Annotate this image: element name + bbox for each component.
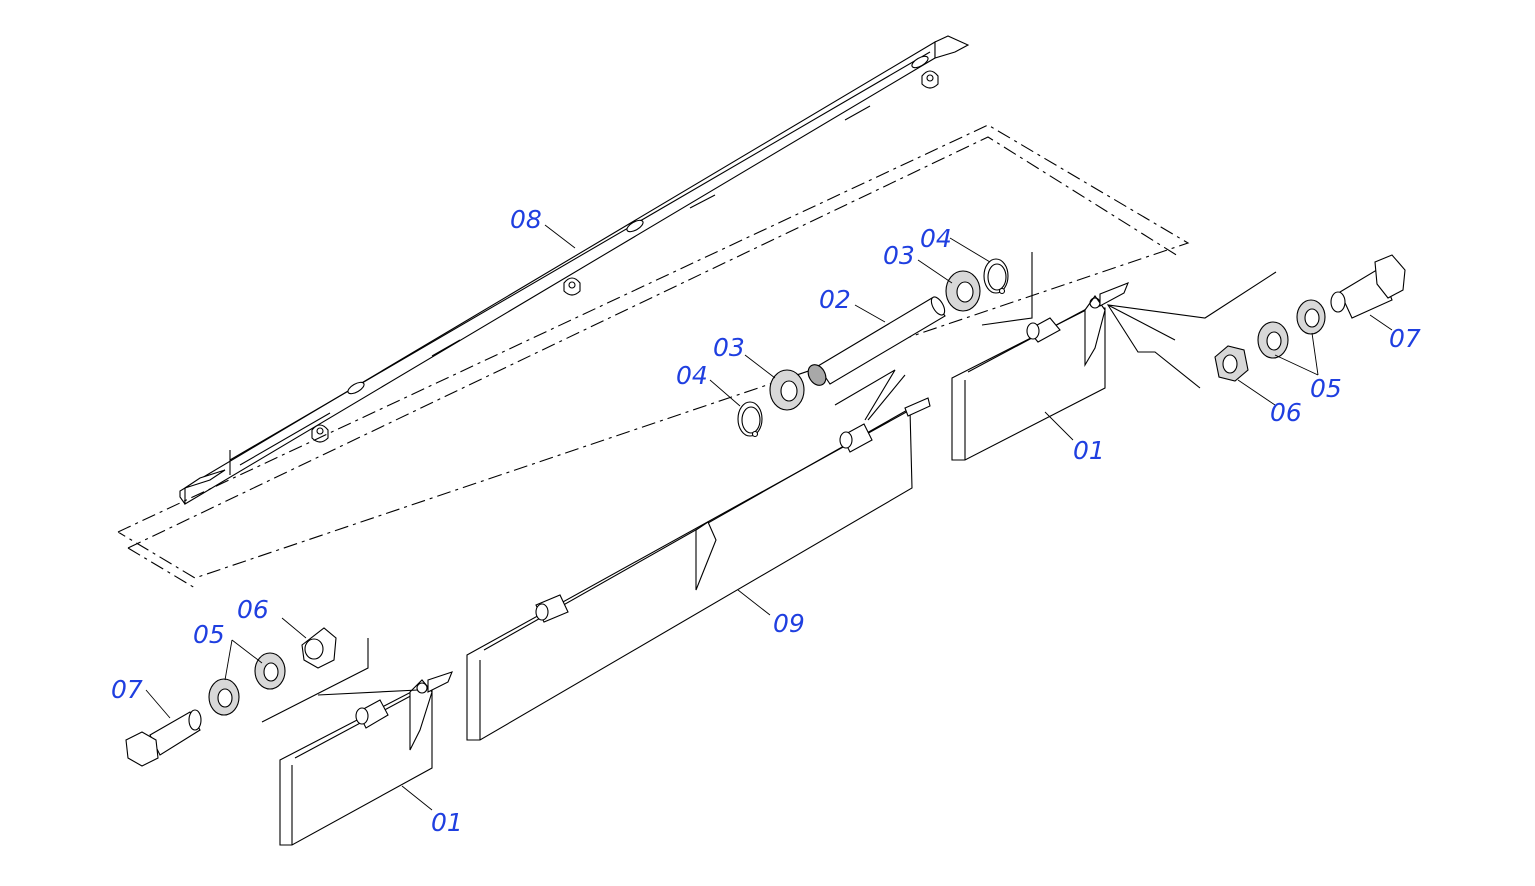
- part-number-03-upper: 03: [883, 241, 915, 270]
- part-number-04-upper: 04: [920, 224, 952, 253]
- part-number-09: 09: [773, 609, 805, 638]
- part-number-03-lower: 03: [713, 333, 745, 362]
- part-number-05-left: 05: [193, 620, 225, 649]
- bolt-part-07-left: [125, 709, 202, 767]
- bolt-part-07-right: [1330, 254, 1406, 319]
- part-number-02: 02: [819, 285, 851, 314]
- mounting-outline: [117, 124, 1190, 589]
- part-number-06-right: 06: [1270, 398, 1302, 427]
- part-number-08: 08: [510, 205, 542, 234]
- part-number-01-right: 01: [1073, 436, 1105, 465]
- part-number-01-left: 01: [431, 808, 463, 837]
- washer-part-05-right-a: [1296, 299, 1326, 335]
- flap-part-01-right: [951, 252, 1277, 461]
- part-number-07-left: 07: [111, 675, 143, 704]
- circlip-part-04-lower: [737, 401, 763, 438]
- part-number-05-right: 05: [1310, 374, 1342, 403]
- part-number-04-lower: 04: [676, 361, 708, 390]
- washer-part-03-upper: [945, 270, 981, 312]
- shaft-part-02: [807, 296, 946, 386]
- washer-part-05-left-a: [208, 678, 240, 716]
- part-number-06-left: 06: [237, 595, 269, 624]
- circlip-part-04-upper: [983, 258, 1009, 295]
- nut-part-06-right: [1214, 345, 1249, 382]
- washer-part-05-left-b: [254, 652, 286, 690]
- rail-part-08: [179, 35, 970, 505]
- flap-part-09: [466, 369, 931, 741]
- washer-part-05-right-b: [1257, 321, 1289, 359]
- nut-part-06-left: [301, 627, 337, 669]
- flap-part-01-left: [261, 638, 453, 846]
- leader-lines: [145, 224, 1393, 811]
- washer-part-03-lower: [769, 369, 805, 411]
- part-number-07-right: 07: [1389, 324, 1421, 353]
